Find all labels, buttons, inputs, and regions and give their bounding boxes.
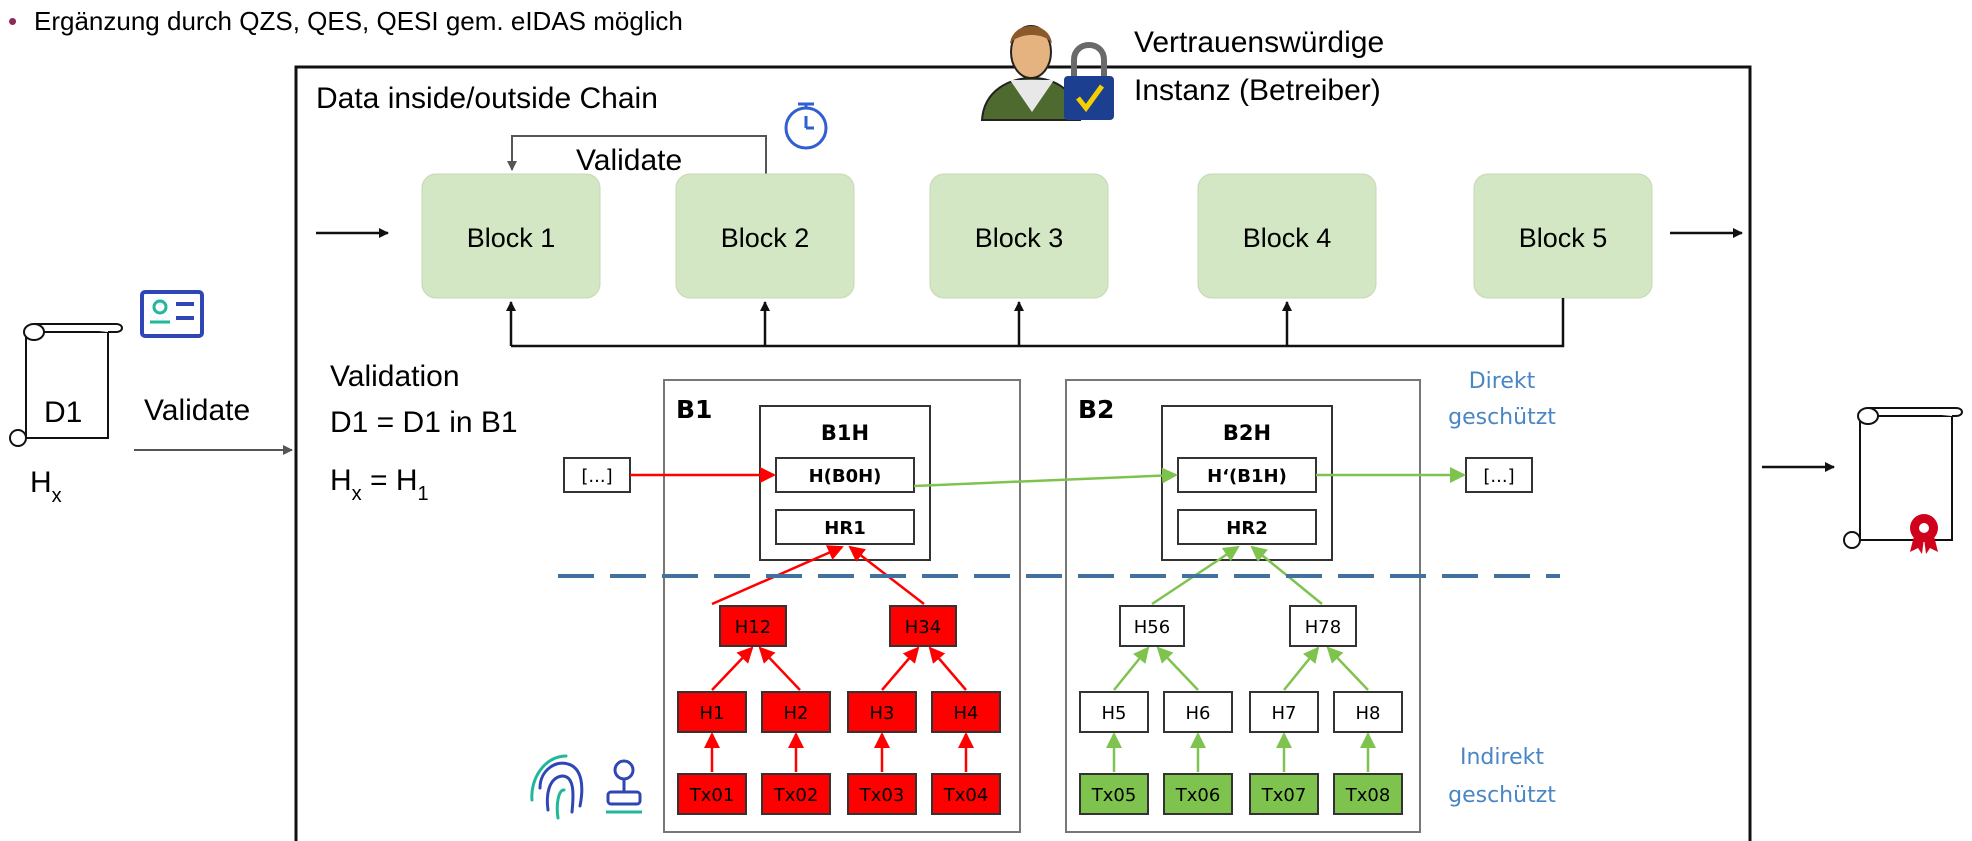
validation-line2: Hx = H1: [330, 464, 429, 505]
ellipsis-left-box: [...]: [563, 457, 631, 493]
b1-prev-hash-box: [775, 457, 915, 493]
validation-line1: D1 = D1 in B1: [330, 406, 518, 439]
operator-line2: Instanz (Betreiber): [1134, 74, 1381, 107]
fingerprint-icon: [530, 754, 584, 820]
b1-root: HR1: [824, 518, 865, 539]
b1-tx01: Tx01: [677, 773, 747, 815]
b2-root-box: [1177, 509, 1317, 545]
stamp-icon: [606, 759, 642, 814]
svg-text:Tx03: Tx03: [859, 785, 905, 806]
b1-tx04: Tx04: [931, 773, 1001, 815]
svg-text:[...]: [...]: [1483, 466, 1514, 487]
svg-text:Block 1: Block 1: [467, 223, 556, 253]
svg-text:H8: H8: [1356, 703, 1381, 724]
svg-text:H5: H5: [1102, 703, 1127, 724]
b1-leaf-h2: H2: [761, 691, 831, 733]
svg-text:Tx05: Tx05: [1091, 785, 1137, 806]
block-2: Block 2: [675, 173, 855, 299]
b1-leaf-h1: H1: [677, 691, 747, 733]
operator-line1: Vertrauenswürdige: [1134, 26, 1384, 59]
block-5: Block 5: [1473, 173, 1653, 299]
svg-text:H12: H12: [735, 617, 771, 638]
block-4: Block 4: [1197, 173, 1377, 299]
eu-lock-icon: [1064, 42, 1114, 120]
b2-prev-hash: H‘(B1H): [1207, 466, 1287, 487]
panel-b2-title: B2: [1078, 395, 1114, 424]
document-scroll: [9, 323, 123, 447]
b2-tx08: Tx08: [1333, 773, 1403, 815]
svg-text:Block 5: Block 5: [1519, 223, 1608, 253]
b2-leaf-h6: H6: [1163, 691, 1233, 733]
b1-tx03: Tx03: [847, 773, 917, 815]
svg-text:[...]: [...]: [581, 466, 612, 487]
svg-text:Block 4: Block 4: [1243, 223, 1332, 253]
frame-title: Data inside/outside Chain: [316, 82, 658, 115]
id-card-icon: [140, 290, 204, 338]
svg-text:Tx01: Tx01: [689, 785, 735, 806]
ellipsis-right-box: [...]: [1465, 457, 1533, 493]
b1-h12: H12: [719, 605, 787, 647]
svg-text:Block 2: Block 2: [721, 223, 810, 253]
validate-loop-label: Validate: [576, 144, 682, 177]
validation-title: Validation: [330, 360, 460, 393]
svg-text:H1: H1: [700, 703, 725, 724]
stopwatch-icon: [784, 102, 828, 150]
svg-text:Tx08: Tx08: [1345, 785, 1391, 806]
b1-root-box: [775, 509, 915, 545]
seal-icon: [1910, 514, 1938, 554]
block-3: Block 3: [929, 173, 1109, 299]
person-icon: [980, 25, 1082, 121]
b2-prev-hash-box: [1177, 457, 1317, 493]
bullet-text: Ergänzung durch QZS, QES, QESI gem. eIDA…: [34, 6, 683, 36]
svg-text:H6: H6: [1186, 703, 1211, 724]
svg-text:H7: H7: [1272, 703, 1297, 724]
validate-loop-arrow: [507, 135, 767, 174]
svg-text:Tx02: Tx02: [773, 785, 819, 806]
svg-text:H78: H78: [1305, 617, 1341, 638]
indirect-label-2: geschützt: [1448, 783, 1556, 808]
block-1: Block 1: [421, 173, 601, 299]
b2-tx06: Tx06: [1163, 773, 1233, 815]
indirect-label-1: Indirekt: [1460, 745, 1544, 770]
svg-text:Tx04: Tx04: [943, 785, 989, 806]
certified-document-scroll: [1843, 407, 1963, 549]
b2-h56: H56: [1119, 605, 1185, 647]
svg-text:H2: H2: [784, 703, 809, 724]
svg-text:H4: H4: [954, 703, 979, 724]
b1-h34: H34: [889, 605, 957, 647]
b2-header-label: B2H: [1223, 421, 1271, 445]
svg-text:Tx06: Tx06: [1175, 785, 1221, 806]
b2-tx05: Tx05: [1079, 773, 1149, 815]
block-bus: [506, 298, 1565, 348]
hash-link-green: [913, 467, 1178, 488]
b2-leaf-h7: H7: [1249, 691, 1319, 733]
b2-tx07: Tx07: [1249, 773, 1319, 815]
b2-leaf-h8: H8: [1333, 691, 1403, 733]
document-hash: Hx: [30, 466, 62, 507]
direct-label-2: geschützt: [1448, 405, 1556, 430]
direct-label-1: Direkt: [1469, 369, 1536, 394]
svg-text:H3: H3: [870, 703, 895, 724]
b2-root: HR2: [1226, 518, 1267, 539]
svg-text:H56: H56: [1134, 617, 1170, 638]
b1-header-label: B1H: [821, 421, 869, 445]
b1-tx02: Tx02: [761, 773, 831, 815]
validate-into-label: Validate: [144, 394, 250, 427]
b1-leaf-h3: H3: [847, 691, 917, 733]
svg-text:Block 3: Block 3: [975, 223, 1064, 253]
document-label: D1: [44, 396, 82, 429]
panel-b1-title: B1: [676, 395, 712, 424]
b1-leaf-h4: H4: [931, 691, 1001, 733]
b1-prev-hash: H(B0H): [809, 466, 882, 487]
svg-text:Tx07: Tx07: [1261, 785, 1307, 806]
b2-h78: H78: [1289, 605, 1357, 647]
bullet-dot: •: [8, 6, 17, 36]
b2-leaf-h5: H5: [1079, 691, 1149, 733]
svg-text:H34: H34: [905, 617, 941, 638]
